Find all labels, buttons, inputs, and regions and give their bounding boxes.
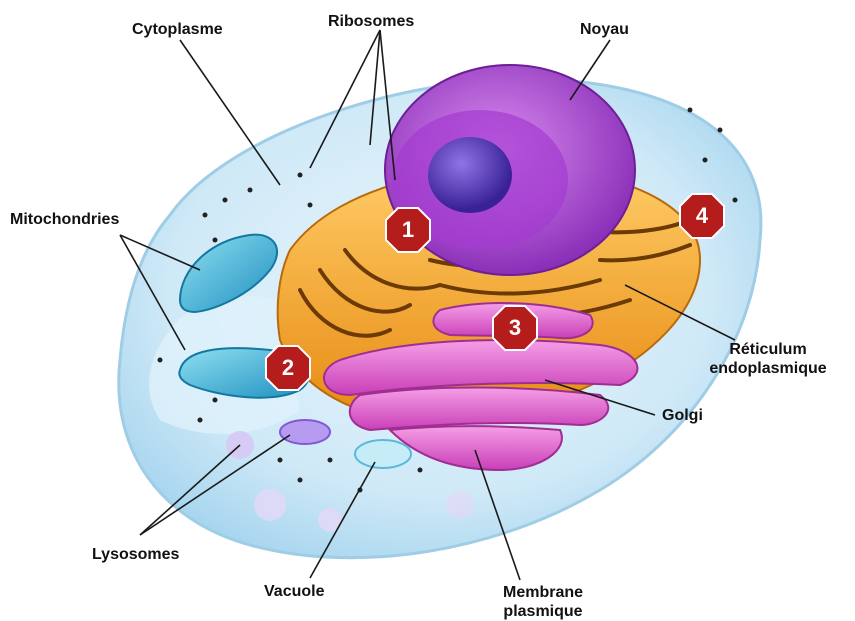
label-reticulum-line2: endoplasmique [688, 359, 848, 378]
badge-3: 3 [495, 308, 535, 348]
badge-4-number: 4 [682, 196, 722, 236]
label-cytoplasme: Cytoplasme [132, 20, 223, 39]
badge-3-number: 3 [495, 308, 535, 348]
badge-2-number: 2 [268, 348, 308, 388]
label-vacuole: Vacuole [264, 582, 324, 601]
label-ribosomes: Ribosomes [328, 12, 414, 31]
badge-4: 4 [682, 196, 722, 236]
label-reticulum-line1: Réticulum [688, 340, 848, 359]
nucleolus-shape [428, 137, 512, 213]
label-membrane-line2: plasmique [488, 602, 598, 621]
label-membrane-line1: Membrane [488, 583, 598, 602]
label-lysosomes: Lysosomes [92, 545, 179, 564]
badge-2: 2 [268, 348, 308, 388]
label-noyau: Noyau [580, 20, 629, 39]
label-reticulum: Réticulum endoplasmique [688, 340, 848, 378]
badge-1-number: 1 [388, 210, 428, 250]
lysosome-shape [280, 420, 330, 444]
badge-1: 1 [388, 210, 428, 250]
vesicle-3 [446, 491, 474, 519]
vacuole-shape [355, 440, 411, 468]
label-golgi: Golgi [662, 406, 703, 425]
label-membrane: Membrane plasmique [488, 583, 598, 621]
vesicle-1 [254, 489, 286, 521]
label-mitochondries: Mitochondries [10, 210, 119, 229]
